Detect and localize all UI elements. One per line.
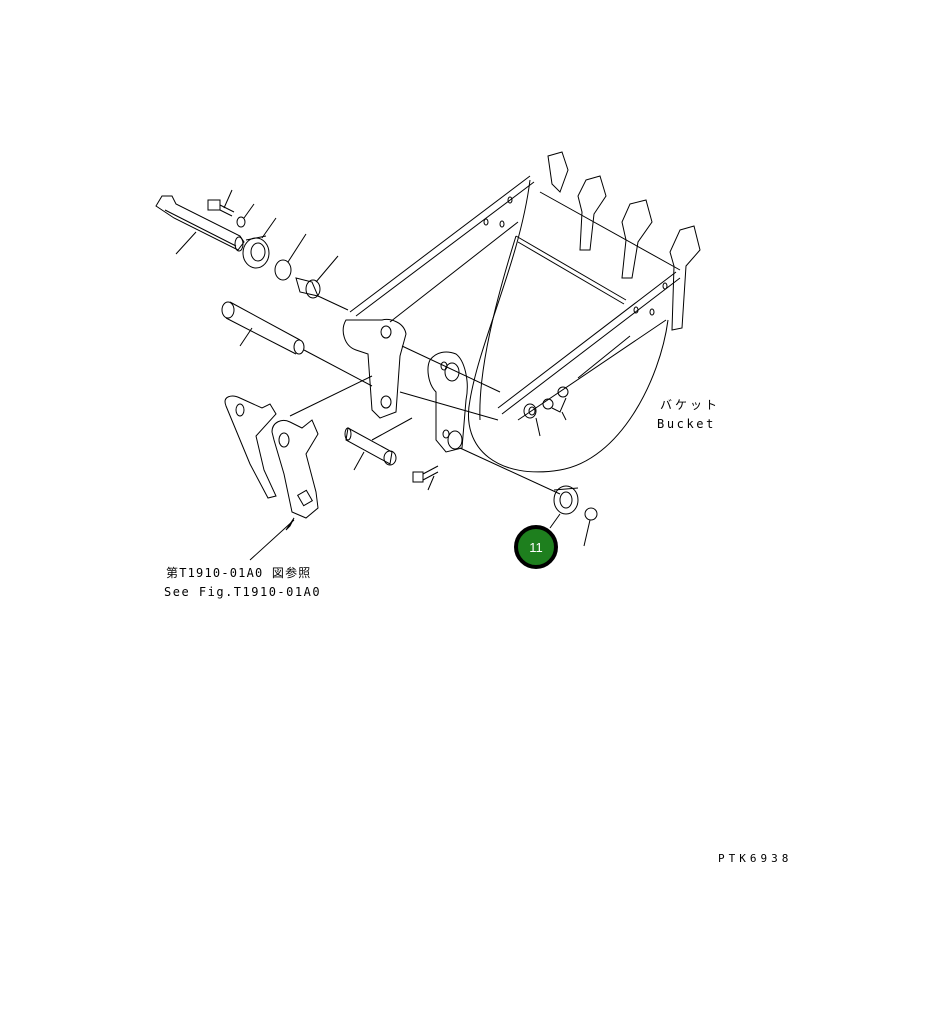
linkage-part bbox=[224, 375, 373, 561]
see-figure-label-en: See Fig.T1910-01A0 bbox=[164, 585, 322, 599]
pin-part bbox=[155, 195, 245, 255]
see-figure-label-jp: 第T1910-01A0 図参照 bbox=[166, 566, 312, 580]
seal-hub-part bbox=[242, 217, 277, 269]
callout-number: 11 bbox=[529, 539, 543, 555]
bucket-label-jp: バケット bbox=[660, 398, 721, 412]
o-ring-part bbox=[274, 233, 307, 281]
side-cutter-part bbox=[549, 485, 598, 547]
drawing-code: PTK6938 bbox=[718, 852, 793, 865]
long-pin-part bbox=[221, 301, 373, 387]
part-callout-11[interactable]: 11 bbox=[514, 525, 558, 569]
lower-bushing-part bbox=[344, 417, 413, 471]
bucket-teeth bbox=[547, 151, 701, 331]
hinge-brackets bbox=[342, 319, 561, 495]
bucket-body bbox=[349, 175, 681, 473]
bushing-nuts bbox=[523, 386, 569, 437]
washer-part bbox=[236, 203, 255, 228]
lower-bolt-part bbox=[412, 465, 439, 491]
bolt-part bbox=[207, 189, 235, 217]
bushing-part bbox=[295, 255, 349, 311]
bucket-label-en: Bucket bbox=[657, 417, 716, 431]
